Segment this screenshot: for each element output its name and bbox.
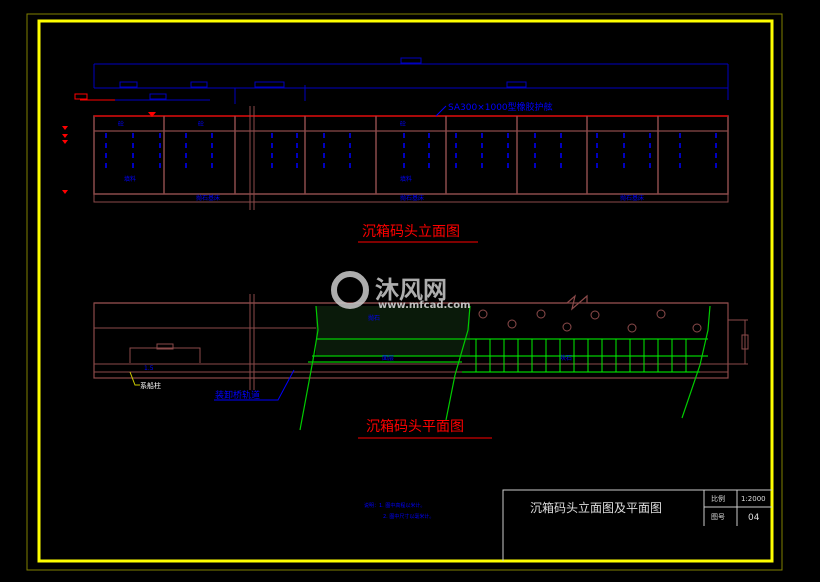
stone-label: 抛石 — [368, 314, 380, 322]
elevation-view: 砼 砼 砼 填料 填料 抛石基床 抛石基床 抛石基床 SA300×1000型橡胶… — [62, 57, 729, 243]
note-line: 说明：1. 图中高程以米计。 — [364, 502, 425, 509]
scale-value: 1:2000 — [741, 495, 766, 503]
plan-title: 沉箱码头平面图 — [366, 419, 464, 435]
cell-label: 砼 — [400, 120, 406, 128]
watermark-logo-icon — [331, 271, 369, 309]
drawing-border — [37, 19, 774, 563]
watermark-url: www.mfcad.com — [378, 300, 471, 311]
watermark: 沐风网 www.mfcad.com — [331, 271, 471, 311]
elevation-title: 沉箱码头立面图 — [362, 224, 460, 240]
outer-frame — [26, 13, 783, 571]
note-line: 2. 图中尺寸以毫米计。 — [383, 513, 434, 520]
scale-label: 比例 — [711, 494, 725, 503]
base-label: 抛石基床 — [400, 194, 424, 202]
cell-label: 砼 — [118, 120, 124, 128]
plan-view: 抛石 面层 块石 1.5 系船柱 装卸桥轨道 沉箱码头平面图 — [93, 294, 749, 439]
number-value: 04 — [748, 513, 760, 523]
notes: 说明：1. 图中高程以米计。 2. 图中尺寸以毫米计。 — [364, 502, 434, 520]
bollard-dim: 1.5 — [144, 365, 154, 372]
cell-label: 填料 — [400, 175, 412, 183]
number-label: 图号 — [711, 513, 725, 521]
cell-label: 砼 — [198, 120, 204, 128]
crane-rail-label: 装卸桥轨道 — [215, 389, 260, 401]
fender-label: SA300×1000型橡胶护舷 — [448, 101, 553, 113]
cell-label: 填料 — [124, 175, 136, 183]
fill-label: 块石 — [560, 354, 572, 362]
base-label: 抛石基床 — [620, 194, 644, 202]
slab-label: 面层 — [382, 355, 394, 362]
drawing-name: 沉箱码头立面图及平面图 — [530, 500, 662, 515]
base-label: 抛石基床 — [196, 194, 220, 202]
bollard-label: 系船柱 — [140, 381, 161, 390]
watermark-brand: 沐风网 — [375, 276, 447, 304]
title-block: 沉箱码头立面图及平面图 比例 1:2000 图号 04 — [502, 489, 772, 561]
